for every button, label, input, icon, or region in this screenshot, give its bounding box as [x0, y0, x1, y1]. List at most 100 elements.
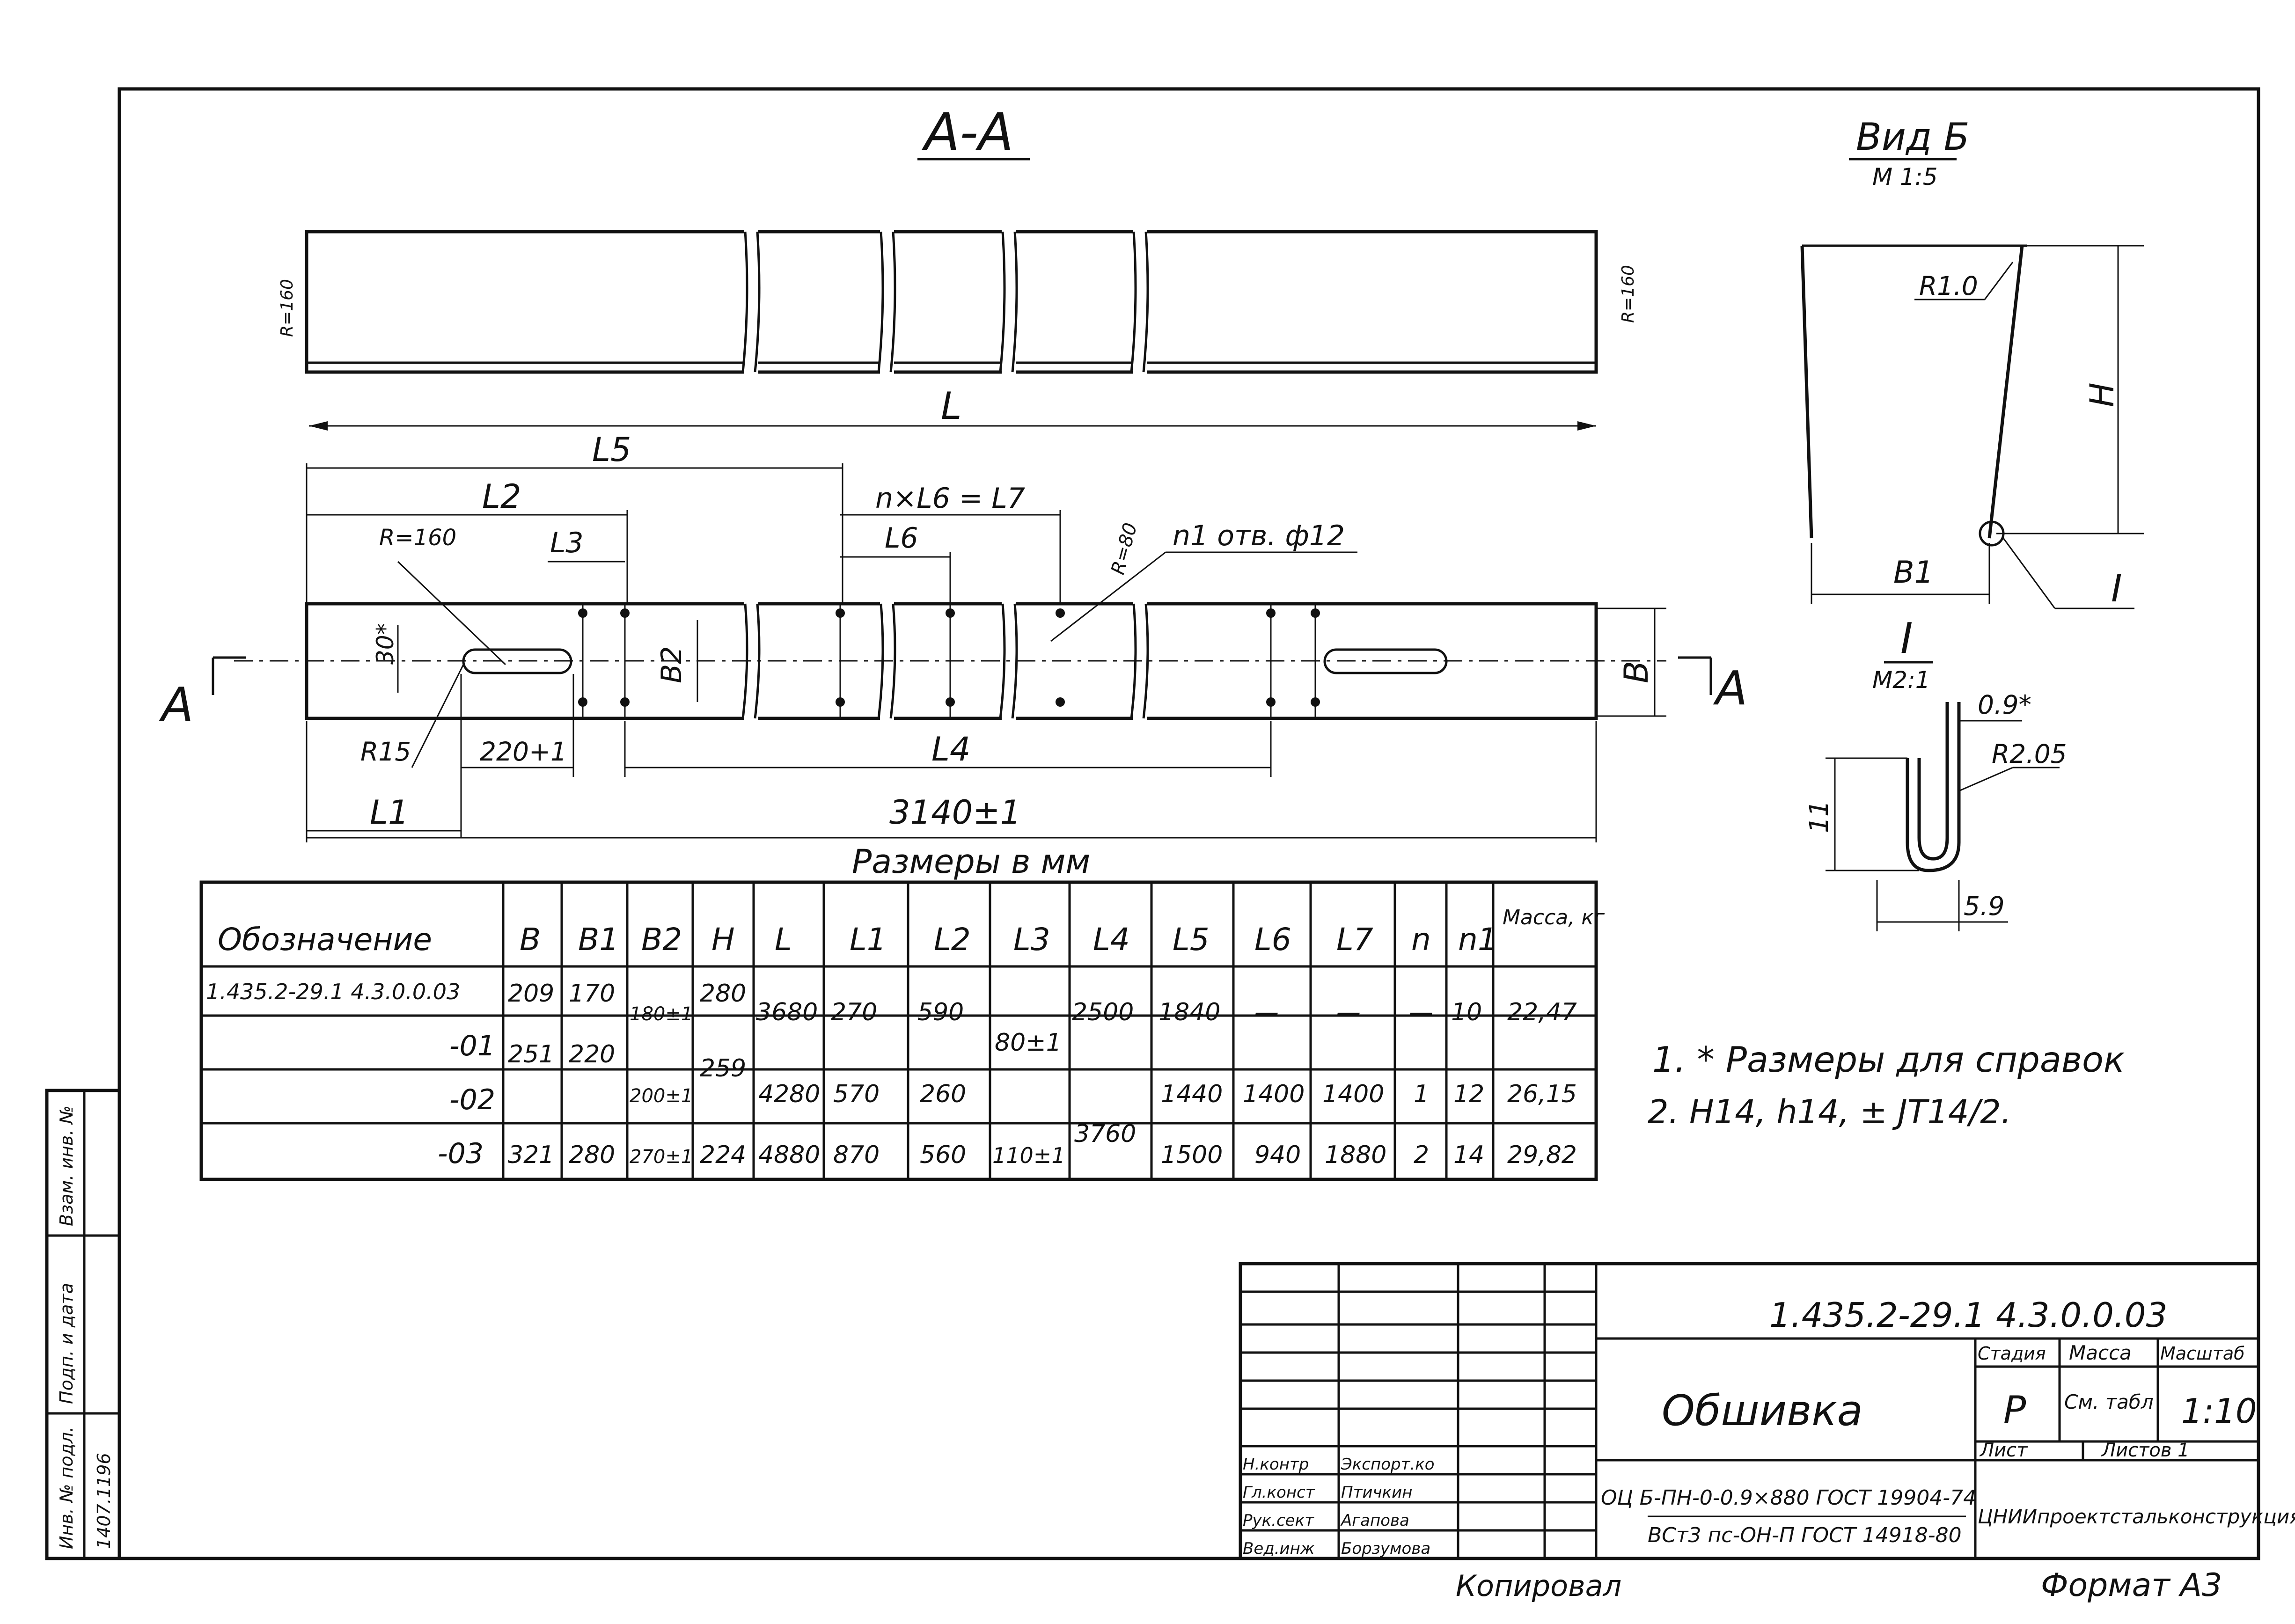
svg-text:L3: L3: [1013, 922, 1050, 958]
svg-text:280: 280: [700, 980, 746, 1008]
section-marker-right: А: [1713, 661, 1747, 716]
svg-text:1440: 1440: [1161, 1080, 1223, 1108]
format-label: Формат А3: [2041, 1567, 2222, 1604]
svg-text:251: 251: [508, 1040, 554, 1068]
side-stamp: Инв. № подл. 1407.1196 Подп. и дата Взам…: [45, 1089, 121, 1560]
svg-text:L5: L5: [1173, 922, 1210, 958]
note-1: 1. * Размеры для справок: [1652, 1039, 2125, 1080]
table-caption: Размеры в мм: [852, 842, 1090, 881]
view-b-profile: [1800, 244, 2144, 609]
svg-text:110±1: 110±1: [992, 1143, 1065, 1168]
svg-text:Птичкин: Птичкин: [1341, 1483, 1412, 1502]
view-b-width: B1: [1893, 555, 1934, 590]
detail-width: 5.9: [1964, 891, 2004, 921]
svg-text:2500: 2500: [1072, 998, 1134, 1026]
view-b-callout: I: [2111, 567, 2122, 610]
svg-text:1.435.2-29.1 4.3.0.0.03: 1.435.2-29.1 4.3.0.0.03: [206, 979, 460, 1004]
strip-length-label: L: [941, 384, 962, 428]
svg-text:L2: L2: [934, 922, 971, 958]
svg-text:—: —: [1336, 998, 1361, 1026]
dim-nL: n×L6 = L7: [875, 482, 1025, 515]
svg-text:560: 560: [920, 1141, 966, 1169]
svg-text:22,47: 22,47: [1507, 998, 1577, 1026]
svg-text:L4: L4: [1093, 922, 1130, 958]
svg-text:1: 1: [1414, 1080, 1429, 1108]
svg-text:220: 220: [569, 1040, 615, 1068]
stamp-scale: 1:10: [2181, 1391, 2257, 1431]
svg-text:10: 10: [1451, 998, 1482, 1026]
detail-thickness: 0.9*: [1978, 690, 2031, 720]
svg-text:Рук.сект: Рук.сект: [1243, 1511, 1314, 1530]
strip-plan: [234, 599, 1666, 723]
svg-text:B2: B2: [641, 922, 682, 958]
svg-text:4880: 4880: [758, 1141, 820, 1169]
section-marker-left: А: [159, 677, 193, 732]
stamp-material-1: ОЦ Б-ПН-0-0.9×880 ГОСТ 19904-74: [1601, 1486, 1976, 1510]
detail-title: I: [1900, 614, 1913, 663]
svg-text:H: H: [711, 922, 735, 958]
view-b-height: H: [2083, 382, 2121, 407]
svg-text:Масса: Масса: [2069, 1341, 2132, 1364]
svg-text:224: 224: [700, 1141, 746, 1169]
svg-text:29,82: 29,82: [1507, 1141, 1577, 1169]
svg-text:1407.1196: 1407.1196: [94, 1453, 114, 1550]
svg-text:1500: 1500: [1161, 1141, 1223, 1169]
holes-callout: n1 отв. ф12: [1173, 519, 1345, 552]
svg-text:270±1: 270±1: [630, 1146, 693, 1168]
svg-text:Экспорт.ко: Экспорт.ко: [1341, 1455, 1435, 1474]
svg-text:940: 940: [1254, 1141, 1301, 1169]
strip-r-right: R=160: [1619, 265, 1638, 323]
dim-L3: L3: [550, 527, 584, 559]
svg-text:—: —: [1254, 998, 1279, 1026]
table-header-row: Обозначение B B1 B2 H L L1 L2 L3 L4 L5 L…: [218, 906, 1605, 958]
svg-text:12: 12: [1453, 1080, 1484, 1108]
svg-text:590: 590: [917, 998, 964, 1026]
table-row: 1.435.2-29.1 4.3.0.0.03 209 170 180±1 28…: [206, 979, 1577, 1057]
detail-height: 11: [1804, 800, 1834, 833]
svg-text:200±1: 200±1: [630, 1085, 693, 1107]
svg-text:4280: 4280: [758, 1080, 820, 1108]
svg-text:Стадия: Стадия: [1978, 1343, 2046, 1364]
dim-L5: L5: [592, 431, 631, 469]
svg-text:Агапова: Агапова: [1340, 1511, 1409, 1530]
stamp-name: Обшивка: [1662, 1386, 1863, 1435]
view-b-scale: М 1:5: [1872, 163, 1938, 190]
sheet-frame: [117, 87, 2260, 1560]
svg-text:3760: 3760: [1074, 1120, 1136, 1148]
svg-text:1400: 1400: [1243, 1080, 1305, 1108]
detail-profile: [1826, 702, 2060, 931]
stamp-org: ЦНИИпроектстальконструкция: [1978, 1505, 2295, 1528]
strip-r-left: R=160: [278, 279, 297, 337]
svg-text:Взам. инв. №: Взам. инв. №: [56, 1105, 77, 1226]
stamp-material-2: ВСт3 пс-ОН-П ГОСТ 14918-80: [1648, 1523, 1962, 1547]
stamp-stage: Р: [2003, 1388, 2026, 1432]
svg-text:L: L: [775, 922, 792, 958]
svg-text:870: 870: [833, 1141, 880, 1169]
svg-text:270: 270: [831, 998, 877, 1026]
svg-text:2: 2: [1414, 1141, 1429, 1169]
svg-text:n: n: [1411, 922, 1431, 958]
dim-B: B: [1617, 661, 1656, 683]
dim-B2: B2: [655, 646, 688, 683]
view-b-title: Вид Б: [1856, 115, 1970, 159]
svg-text:Гл.конст: Гл.конст: [1243, 1483, 1315, 1502]
svg-text:26,15: 26,15: [1507, 1080, 1577, 1108]
dim-L6: L6: [885, 522, 918, 555]
stamp-mass: См. табл: [2064, 1390, 2154, 1413]
dim-R80: R=80: [1107, 520, 1141, 577]
dim-L2: L2: [482, 477, 521, 516]
svg-text:L7: L7: [1336, 922, 1373, 958]
stamp-code: 1.435.2-29.1 4.3.0.0.03: [1769, 1295, 2167, 1335]
svg-text:Н.контр: Н.контр: [1243, 1455, 1309, 1474]
svg-text:209: 209: [508, 980, 554, 1008]
svg-text:Масса, кг: Масса, кг: [1503, 906, 1605, 929]
detail-radius: R2.05: [1992, 739, 2067, 769]
svg-text:n1: n1: [1458, 922, 1497, 958]
svg-text:1400: 1400: [1322, 1080, 1384, 1108]
svg-text:Листов 1: Листов 1: [2101, 1440, 2190, 1461]
table-row: -01 251 220 259 4280 570 260 1440 1400 1…: [449, 1030, 1577, 1108]
detail-scale: М2:1: [1872, 666, 1930, 694]
svg-text:B1: B1: [578, 922, 619, 958]
svg-text:L1: L1: [850, 922, 887, 958]
